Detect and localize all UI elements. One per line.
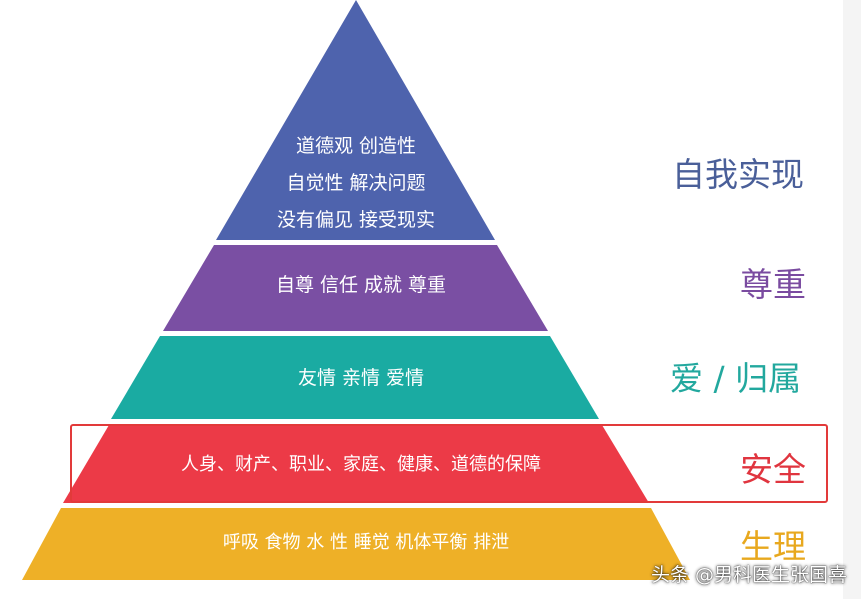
tier-text-line: 自尊 信任 成就 尊重: [275, 274, 447, 296]
watermark: 头条 @男科医生张国喜: [650, 564, 847, 586]
tier-self-actualization-text: 道德观 创造性 自觉性 解决问题 没有偏见 接受现实: [246, 128, 466, 239]
tier-text-line: 自觉性 解决问题: [286, 172, 426, 194]
tier-self-actualization-shape: [216, 0, 495, 240]
label-physiological: 生理: [740, 527, 806, 566]
tier-love-belonging-shape: [111, 336, 599, 419]
tier-safety-shape: [63, 425, 649, 503]
tier-text-line: 没有偏见 接受现实: [276, 209, 436, 231]
label-love-belonging: 爱 / 归属: [670, 359, 802, 398]
tier-love-belonging-text: 友情 亲情 爱情: [226, 365, 496, 391]
tier-physiological-text: 呼吸 食物 水 性 睡觉 机体平衡 排泄: [146, 530, 586, 556]
safety-highlight-box: [70, 424, 828, 503]
tier-text-line: 人身、财产、职业、家庭、健康、道德的保障: [181, 454, 541, 475]
tier-safety-text: 人身、财产、职业、家庭、健康、道德的保障: [136, 452, 586, 478]
page-edge-strip: [843, 0, 861, 599]
tier-esteem-text: 自尊 信任 成就 尊重: [226, 272, 496, 298]
tier-esteem-shape: [163, 245, 548, 331]
tier-physiological-shape: [22, 508, 690, 580]
tier-text-line: 呼吸 食物 水 性 睡觉 机体平衡 排泄: [222, 532, 510, 553]
label-esteem: 尊重: [740, 265, 806, 304]
tier-text-line: 道德观 创造性: [295, 135, 417, 157]
label-self-actualization: 自我实现: [672, 155, 804, 194]
tier-text-line: 友情 亲情 爱情: [297, 367, 425, 389]
label-safety: 安全: [740, 450, 806, 489]
